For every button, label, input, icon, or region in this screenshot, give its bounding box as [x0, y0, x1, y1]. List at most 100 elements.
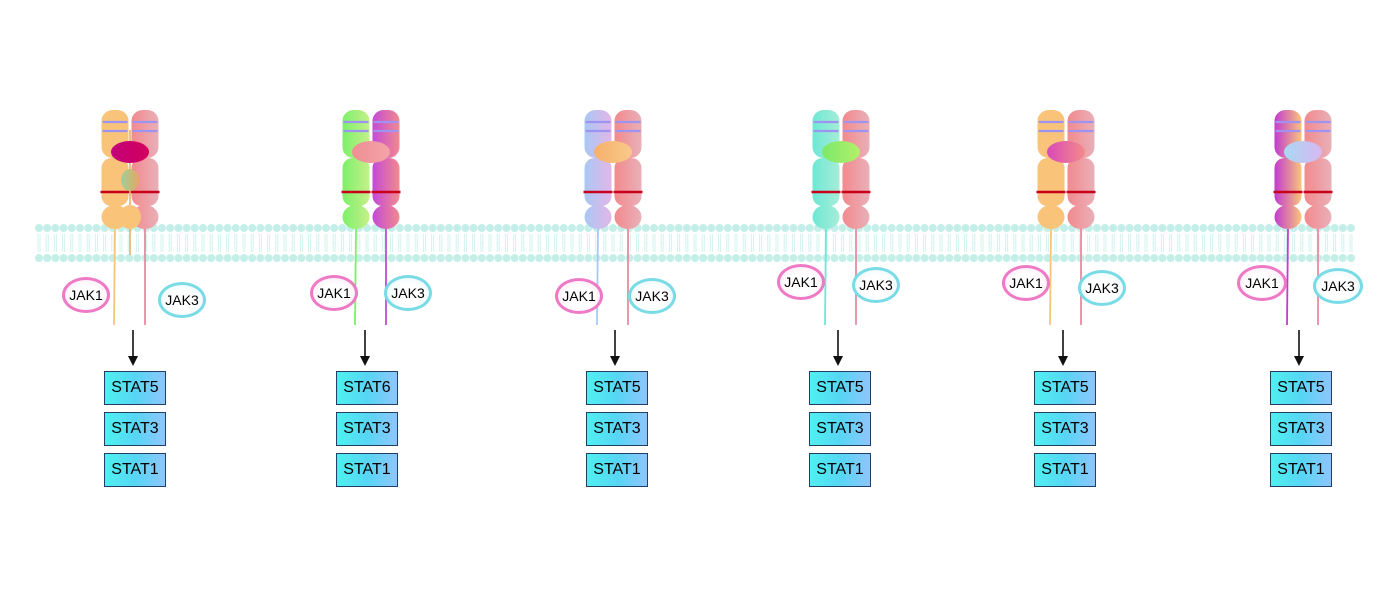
lipid-head [740, 254, 749, 262]
lipid-head [494, 254, 503, 262]
left-chain-lower-domain [1037, 158, 1065, 206]
lipid-head [1215, 224, 1224, 232]
lipid-head [658, 224, 667, 232]
lipid-head [445, 254, 453, 262]
lipid-head [1142, 224, 1150, 232]
stat-box-stat1: STAT1 [1034, 453, 1096, 487]
lipid-head [240, 254, 248, 262]
lipid-head [650, 224, 658, 232]
lipid-head [51, 224, 60, 232]
lipid-head [896, 224, 904, 232]
lipid-head [305, 224, 314, 232]
lipid-head [961, 224, 970, 232]
lipid-head [756, 254, 765, 262]
lipid-head [1330, 254, 1339, 262]
left-chain-stalk-bulb [584, 205, 612, 229]
right-chain-lower-domain [372, 158, 400, 206]
lipid-head [641, 254, 650, 262]
lipid-head [477, 224, 486, 232]
lipid-head [469, 224, 478, 232]
cytokine-ligand [822, 141, 860, 163]
lipid-head [986, 254, 995, 262]
lipid-head [231, 224, 240, 232]
left-chain-lower-domain [101, 158, 129, 206]
lipid-head [928, 224, 937, 232]
lipid-head [945, 224, 954, 232]
lipid-head [158, 254, 166, 262]
left-chain-lower-domain [584, 158, 612, 206]
lipid-head [732, 254, 740, 262]
lipid-head [658, 254, 667, 262]
lipid-head [978, 224, 986, 232]
jak1-kinase: JAK1 [555, 278, 603, 314]
lipid-head [1125, 224, 1134, 232]
lipid-head [133, 254, 142, 262]
signal-arrow-head [1058, 356, 1068, 366]
lipid-head [420, 254, 429, 262]
jak3-kinase: JAK3 [1313, 268, 1363, 304]
lipid-head [1232, 254, 1241, 262]
lipid-head [551, 224, 560, 232]
left-chain-tail [113, 227, 116, 326]
stat-box-stat5: STAT5 [104, 371, 166, 405]
lipid-head [1207, 254, 1216, 262]
lipid-head [256, 224, 265, 232]
lipid-head [76, 224, 84, 232]
lipid-head [59, 224, 68, 232]
left-chain-stalk-bulb [1037, 205, 1065, 229]
lipid-head [863, 254, 872, 262]
lipid-head [1248, 224, 1257, 232]
lipid-head [174, 254, 183, 262]
lipid-head [215, 254, 224, 262]
lipid-head [576, 254, 585, 262]
stat-box-stat3: STAT3 [336, 412, 398, 446]
lipid-head [1109, 224, 1118, 232]
lipid-head [1084, 254, 1093, 262]
lipid-head [1224, 224, 1232, 232]
lipid-head [420, 224, 429, 232]
stat-box-stat1: STAT1 [1270, 453, 1332, 487]
lipid-head [354, 254, 363, 262]
cytokine-ligand [1047, 141, 1085, 163]
lipid-head [928, 254, 937, 262]
lipid-head [51, 254, 60, 262]
lipid-head [707, 224, 716, 232]
lipid-head [764, 254, 773, 262]
left-chain-tail [596, 227, 599, 326]
lipid-head [1240, 254, 1249, 262]
left-chain-stalk-bulb [1274, 205, 1302, 229]
lipid-head [838, 254, 847, 262]
lipid-head [576, 224, 585, 232]
lipid-head [158, 224, 166, 232]
jak3-kinase: JAK3 [628, 278, 676, 314]
lipid-head [494, 224, 503, 232]
lipid-head [248, 254, 257, 262]
lipid-head [814, 254, 822, 262]
lipid-head [404, 224, 412, 232]
lipid-head [969, 254, 978, 262]
lipid-head [1322, 254, 1331, 262]
lipid-head [715, 224, 724, 232]
lipid-head [174, 224, 183, 232]
lipid-head [666, 224, 675, 232]
lipid-head [76, 254, 84, 262]
lipid-head [912, 224, 921, 232]
lipid-head [904, 254, 913, 262]
left-chain-tail [354, 227, 357, 326]
lipid-head [297, 224, 306, 232]
lipid-head [568, 224, 576, 232]
lipid-head [912, 254, 921, 262]
lipid-head [953, 224, 962, 232]
lipid-head [207, 224, 216, 232]
lipid-head [559, 254, 568, 262]
lipid-head [592, 254, 601, 262]
lipid-head [1265, 224, 1273, 232]
lipid-head [830, 254, 839, 262]
lipid-head [1338, 254, 1347, 262]
lipid-head [223, 254, 232, 262]
lipid-head [1010, 254, 1019, 262]
lipid-head [338, 224, 347, 232]
lipid-head [535, 224, 544, 232]
lipid-head [92, 224, 101, 232]
